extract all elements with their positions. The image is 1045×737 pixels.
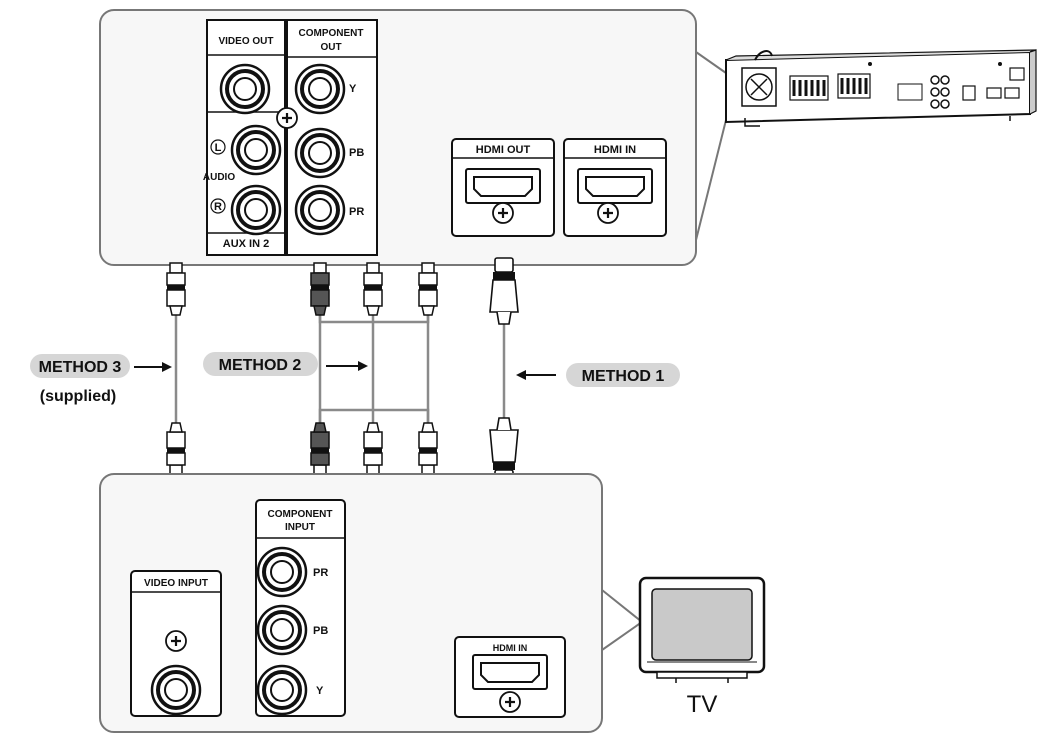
audio-l-jack[interactable]: [230, 124, 282, 176]
method2-pill: METHOD 2: [203, 352, 318, 376]
video-out-label: VIDEO OUT: [218, 36, 273, 47]
component-pb-jack[interactable]: [294, 127, 346, 179]
video-input-jack[interactable]: [150, 664, 202, 716]
player-device-icon: [725, 49, 1037, 127]
tv-label: TV: [687, 691, 718, 718]
method3-note: (supplied): [40, 388, 116, 405]
audio-r-label: R: [214, 201, 222, 213]
hdmi-out-label: HDMI OUT: [476, 144, 531, 156]
video-out-jack[interactable]: [219, 63, 271, 115]
pr-plug-top: [310, 262, 330, 316]
audio-label: AUDIO: [203, 172, 235, 183]
tv-pr-label: PR: [313, 567, 328, 579]
center-screw-icon: [275, 106, 299, 130]
player-back-panel: VIDEO OUT L AUDIO R AUX IN 2 COMPONENT O…: [99, 9, 727, 266]
pb-label: PB: [349, 147, 364, 159]
component-input-label-1: COMPONENT: [268, 509, 333, 520]
component-input-y-jack[interactable]: [256, 664, 308, 716]
video-input-screw-icon: [164, 629, 188, 653]
y-plug-top: [418, 262, 438, 316]
pb-plug-bottom: [363, 422, 383, 476]
video-plug-bottom: [166, 422, 186, 476]
tv-y-label: Y: [316, 685, 324, 697]
component-input-label-2: INPUT: [285, 522, 315, 533]
hdmi-in-label: HDMI IN: [594, 144, 636, 156]
hdmi-out-port[interactable]: [465, 168, 541, 204]
tv-back-panel: VIDEO INPUT COMPONENT INPUT PR PB Y HDMI…: [99, 473, 644, 733]
method-labels: METHOD 3 (supplied) METHOD 2 METHOD 1: [30, 352, 680, 405]
method1-pill: METHOD 1: [566, 363, 680, 387]
tv-hdmi-in-label: HDMI IN: [493, 643, 528, 653]
pr-label: PR: [349, 206, 364, 218]
y-plug-bottom: [418, 422, 438, 476]
component-out-label-1: COMPONENT: [299, 28, 364, 39]
pb-plug-top: [363, 262, 383, 316]
tv-hdmi-in-port[interactable]: [472, 654, 548, 690]
method2-label: METHOD 2: [219, 357, 302, 374]
audio-r-jack[interactable]: [230, 184, 282, 236]
tv-pb-label: PB: [313, 625, 328, 637]
hdmi-in-port[interactable]: [577, 168, 653, 204]
tv-icon: TV: [638, 576, 766, 718]
video-input-label: VIDEO INPUT: [144, 578, 208, 589]
audio-l-label: L: [215, 142, 222, 154]
component-input-pr-jack[interactable]: [256, 546, 308, 598]
component-pr-jack[interactable]: [294, 184, 346, 236]
component-y-jack[interactable]: [294, 63, 346, 115]
method3-pill: METHOD 3: [30, 354, 130, 378]
hdmi-plug-top: [489, 257, 519, 325]
component-loop-lower: [318, 408, 430, 425]
pr-plug-bottom: [310, 422, 330, 476]
hdmi-out-screw-icon: [491, 201, 515, 225]
method3-label: METHOD 3: [39, 359, 122, 376]
method1-label: METHOD 1: [582, 368, 665, 385]
tv-hdmi-screw-icon: [498, 690, 522, 714]
hdmi-in-screw-icon: [596, 201, 620, 225]
component-input-pb-jack[interactable]: [256, 604, 308, 656]
aux-in-label: AUX IN 2: [223, 238, 269, 250]
y-label: Y: [349, 83, 357, 95]
video-plug-top: [166, 262, 186, 316]
component-out-label-2: OUT: [320, 42, 341, 53]
